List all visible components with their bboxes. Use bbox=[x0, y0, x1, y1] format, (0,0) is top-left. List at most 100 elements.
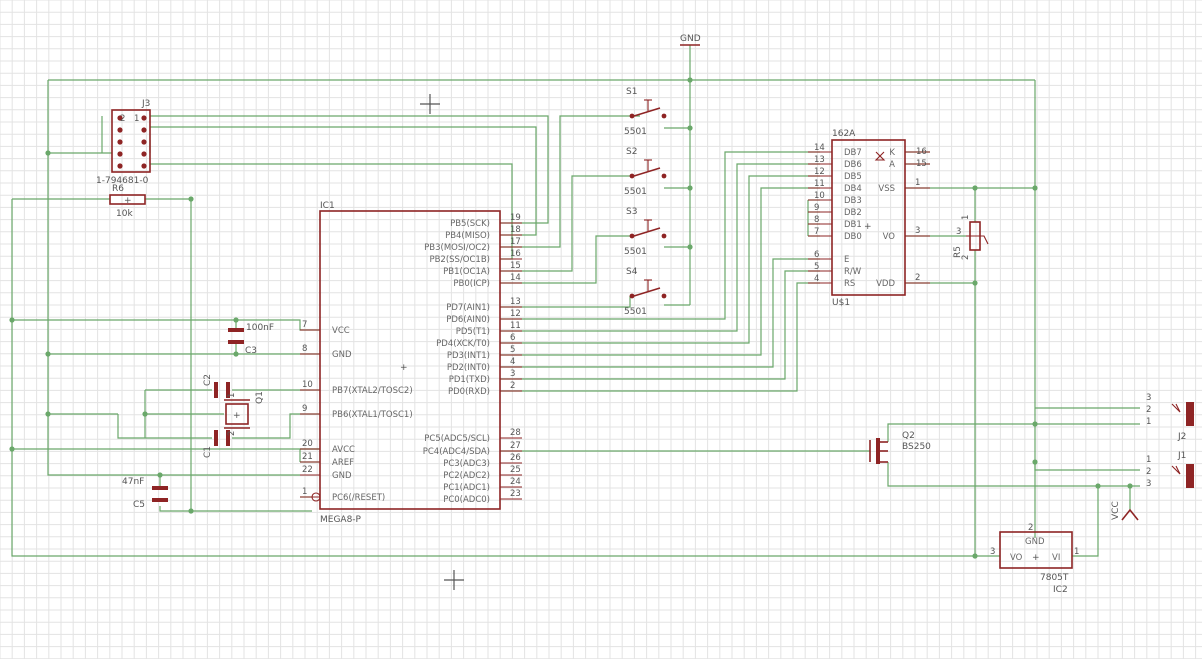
wire bbox=[500, 175, 630, 272]
q2-name: Q2 bbox=[902, 431, 915, 441]
wire bbox=[887, 462, 1140, 487]
lcd-pin-label: DB3 bbox=[844, 196, 862, 206]
reg-num-vo: 3 bbox=[990, 547, 995, 557]
capacitor-c3[interactable]: 100nF C3 bbox=[228, 323, 274, 356]
regulator-7805[interactable]: GND VO VI + 2 3 1 7805T IC2 bbox=[990, 523, 1079, 595]
potentiometer-r5[interactable]: 1 2 3 R5 bbox=[953, 215, 989, 260]
junction bbox=[1127, 483, 1133, 489]
vcc-label: VCC bbox=[1111, 501, 1121, 520]
j1-pin-2: 2 bbox=[1146, 467, 1151, 477]
ic1-atmega8[interactable]: 7VCC8GND10PB7(XTAL2/TOSC2)9PB6(XTAL1/TOS… bbox=[300, 201, 522, 525]
capacitor-c2[interactable]: C2 bbox=[203, 374, 230, 398]
ic1-pin-number: 8 bbox=[302, 344, 307, 354]
lcd-pin-label: DB2 bbox=[844, 208, 862, 218]
switch-contact-icon bbox=[661, 113, 667, 119]
ic1-pin-number: 3 bbox=[510, 369, 515, 379]
ic1-pin-label: PC1(ADC1) bbox=[443, 483, 490, 493]
switch-name: S1 bbox=[626, 87, 637, 97]
junction bbox=[687, 125, 693, 131]
junction bbox=[972, 553, 978, 559]
junction bbox=[9, 317, 15, 323]
ic1-pin-label: PB0(ICP) bbox=[453, 279, 490, 289]
q2-channel-icon bbox=[876, 438, 880, 464]
connector-j2[interactable]: 3 2 1 J2 bbox=[1146, 393, 1194, 442]
r6-body bbox=[109, 194, 146, 205]
junction bbox=[9, 446, 15, 452]
ic1-pin-label: GND bbox=[332, 471, 352, 481]
r5-name: R5 bbox=[953, 246, 963, 258]
wire bbox=[500, 296, 631, 308]
wire bbox=[11, 199, 1000, 557]
ic1-pin-label: PD6(AIN0) bbox=[446, 315, 490, 325]
ic1-pin-label: PB4(MISO) bbox=[445, 231, 490, 241]
ic1-left-pins: 7VCC8GND10PB7(XTAL2/TOSC2)9PB6(XTAL1/TOS… bbox=[300, 320, 413, 503]
crystal-q1[interactable]: + 1 2 Q1 bbox=[224, 391, 265, 436]
junctions bbox=[9, 77, 1133, 559]
reg-origin-mark: + bbox=[1032, 553, 1040, 563]
vcc-supply: VCC bbox=[1111, 501, 1139, 521]
ic1-pin-label: PB2(SS/OC1B) bbox=[429, 255, 490, 265]
switch-lever-icon bbox=[633, 167, 661, 177]
header-pin-icon bbox=[117, 127, 123, 133]
switch-name: S3 bbox=[626, 207, 637, 217]
capacitor-c5[interactable]: 47nF C5 bbox=[122, 477, 168, 510]
ic1-pin-label: VCC bbox=[332, 326, 350, 336]
reg-pin-vo: VO bbox=[1010, 553, 1023, 563]
j2-plug-icon bbox=[1171, 403, 1181, 413]
wire bbox=[1072, 486, 1099, 557]
junction bbox=[233, 317, 239, 323]
lcd-pin-label: VO bbox=[883, 232, 896, 242]
lcd-pin-label: K bbox=[889, 148, 895, 158]
j3-header[interactable]: J3 2 1 1-794681-0 bbox=[96, 99, 151, 186]
j3-value: 1-794681-0 bbox=[96, 176, 149, 186]
connector-j1[interactable]: 1 2 3 J1 bbox=[1146, 451, 1194, 489]
ic1-pin-number: 6 bbox=[510, 333, 515, 343]
j2-pin-2: 2 bbox=[1146, 405, 1151, 415]
junction bbox=[1032, 421, 1038, 427]
c3-value: 100nF bbox=[246, 323, 274, 333]
ic1-pin-label: PD0(RXD) bbox=[448, 387, 490, 397]
lcd-pin-label: R/W bbox=[844, 267, 862, 277]
ic1-pin-number: 1 bbox=[302, 487, 307, 497]
r6-value: 10k bbox=[116, 209, 133, 219]
resistor-r6[interactable]: + R6 10k bbox=[109, 184, 146, 219]
ic1-pin-label: PC4(ADC4/SDA) bbox=[423, 447, 490, 457]
crosshair-icon bbox=[444, 570, 464, 590]
q1-name: Q1 bbox=[255, 391, 265, 404]
q1-body bbox=[225, 403, 249, 425]
lcd-pin-number: 16 bbox=[916, 147, 927, 157]
ic1-pin-number: 11 bbox=[510, 321, 521, 331]
c3-name: C3 bbox=[245, 346, 257, 356]
lcd-pin-label: RS bbox=[844, 279, 855, 289]
lcd-pin-label: DB0 bbox=[844, 232, 862, 242]
ic1-pin-number: 24 bbox=[510, 477, 521, 487]
r6-name: R6 bbox=[112, 184, 124, 194]
ic1-pin-number: 12 bbox=[510, 309, 521, 319]
ic1-pin-number: 23 bbox=[510, 489, 521, 499]
mosfet-q2[interactable]: Q2 BS250 bbox=[869, 431, 931, 464]
lcd-pin-label: DB1 bbox=[844, 220, 862, 230]
wire bbox=[500, 235, 630, 284]
capacitor-c1[interactable]: C1 bbox=[203, 430, 230, 458]
c5-plate-icon bbox=[152, 486, 168, 490]
junction bbox=[188, 508, 194, 514]
q1-pin-b: 2 bbox=[227, 431, 237, 436]
r5-pin-left: 3 bbox=[956, 227, 961, 237]
reg-body bbox=[999, 531, 1073, 569]
reset-bubble bbox=[311, 492, 321, 502]
r5-pin-mid: 2 bbox=[961, 255, 971, 260]
lcd-pin-number: 6 bbox=[814, 250, 819, 260]
r5-pin-top: 1 bbox=[961, 215, 971, 220]
junction bbox=[233, 351, 239, 357]
lcd-body bbox=[831, 139, 906, 296]
lcd-vss-num: 1 bbox=[915, 178, 920, 188]
j2-pin-1: 1 bbox=[1146, 417, 1151, 427]
